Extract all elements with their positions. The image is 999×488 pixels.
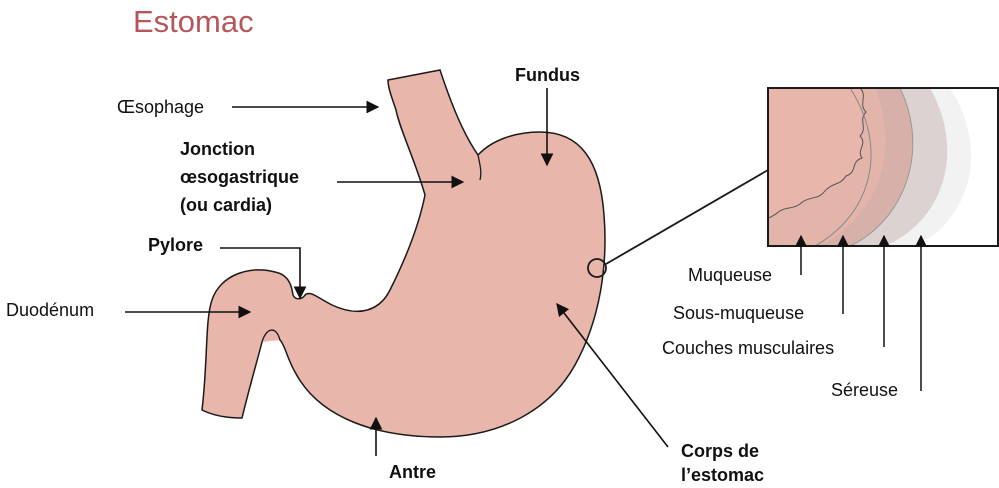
label-sereuse: Séreuse: [831, 379, 898, 401]
label-fundus: Fundus: [515, 64, 580, 86]
label-corps-1: Corps de: [681, 440, 759, 462]
label-oesophage: Œsophage: [117, 96, 204, 118]
label-jonction-3: (ou cardia): [180, 194, 272, 216]
label-jonction-1: Jonction: [180, 138, 255, 160]
label-pylore: Pylore: [148, 234, 203, 256]
label-jonction-2: œsogastrique: [180, 166, 299, 188]
stomach-shape: [202, 70, 605, 437]
label-sous-muqueuse: Sous-muqueuse: [673, 302, 804, 324]
label-muqueuse: Muqueuse: [688, 264, 772, 286]
label-couches-musculaires: Couches musculaires: [662, 337, 834, 359]
label-duodenum: Duodénum: [6, 299, 94, 321]
label-antre: Antre: [389, 461, 436, 483]
label-corps-2: l’estomac: [681, 464, 764, 486]
